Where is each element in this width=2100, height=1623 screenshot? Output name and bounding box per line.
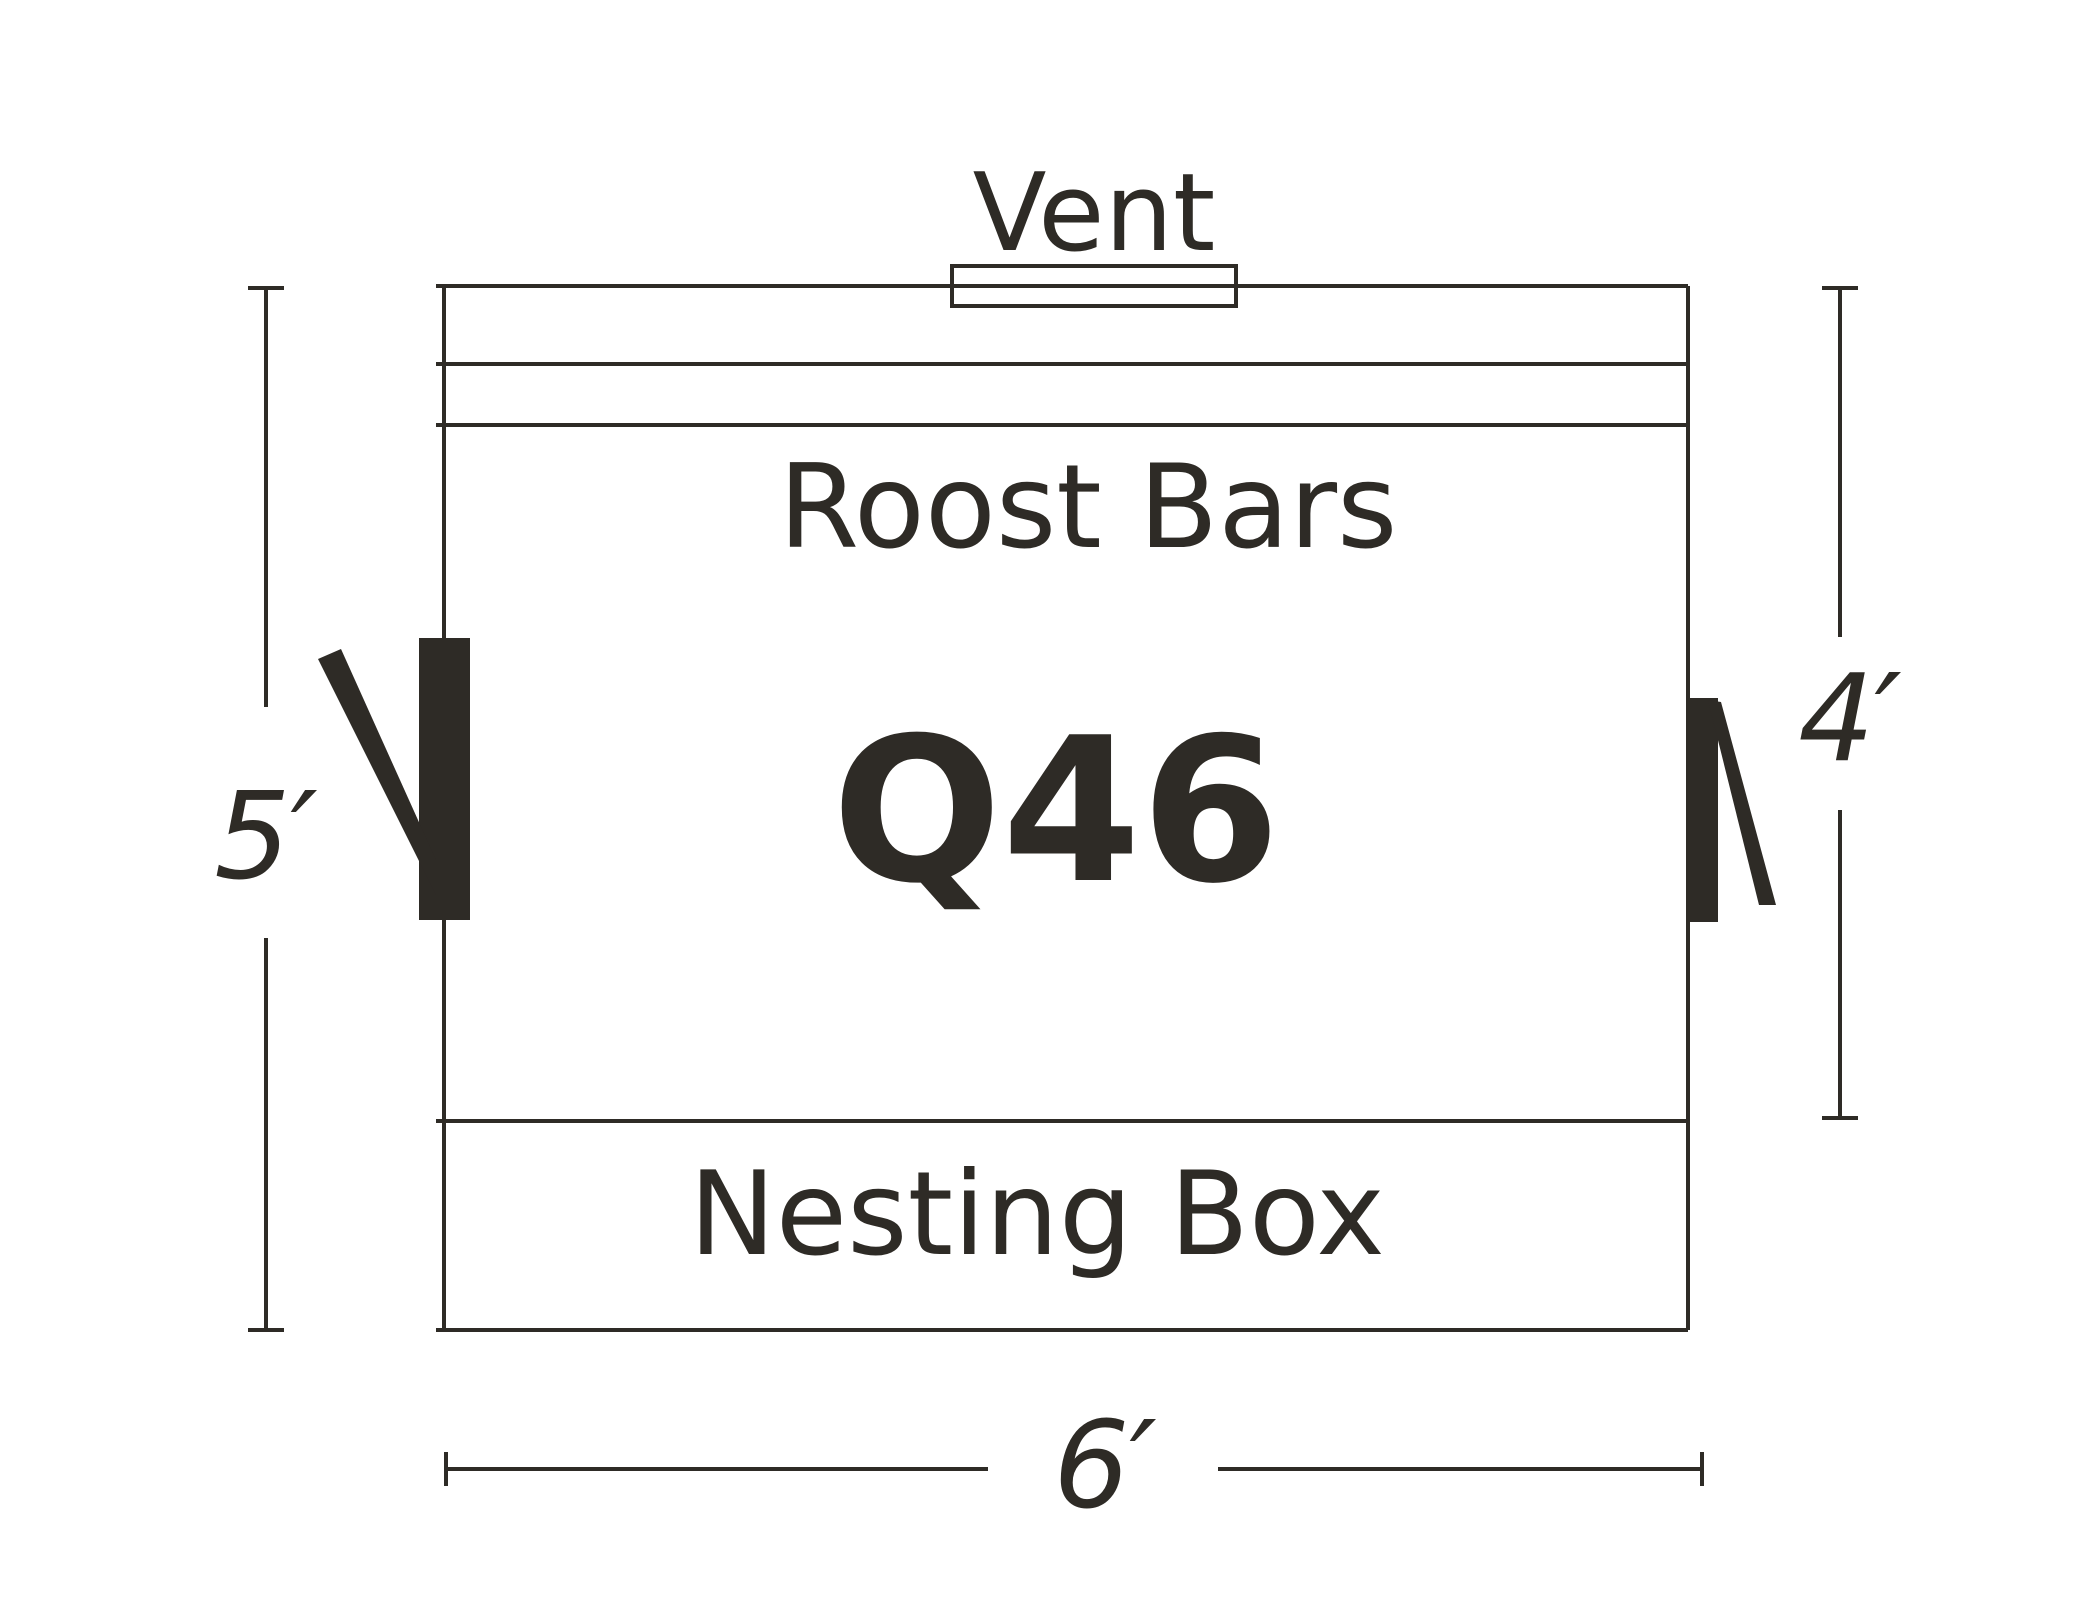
right-door-leaf xyxy=(1708,700,1776,905)
vent-rect xyxy=(950,264,1238,308)
right-door-frame xyxy=(1690,698,1718,922)
right-door-symbol xyxy=(1690,698,1776,922)
right-height-label: 4′ xyxy=(1798,650,1902,789)
width-label: 6′ xyxy=(1053,1397,1157,1536)
width-dimension xyxy=(444,1452,1704,1486)
roost-bars-label: Roost Bars xyxy=(779,440,1398,575)
vent-label: Vent xyxy=(973,151,1216,276)
left-door-leaf xyxy=(318,649,436,895)
roost-bar-lines xyxy=(436,362,1688,427)
left-height-dimension xyxy=(248,286,284,1332)
left-door-frame xyxy=(419,638,470,920)
left-height-label: 5′ xyxy=(214,768,318,907)
plan-code-label: Q46 xyxy=(832,695,1280,928)
right-height-dimension xyxy=(1822,286,1858,1120)
left-door-symbol xyxy=(318,638,470,920)
nesting-box-label: Nesting Box xyxy=(689,1147,1385,1282)
